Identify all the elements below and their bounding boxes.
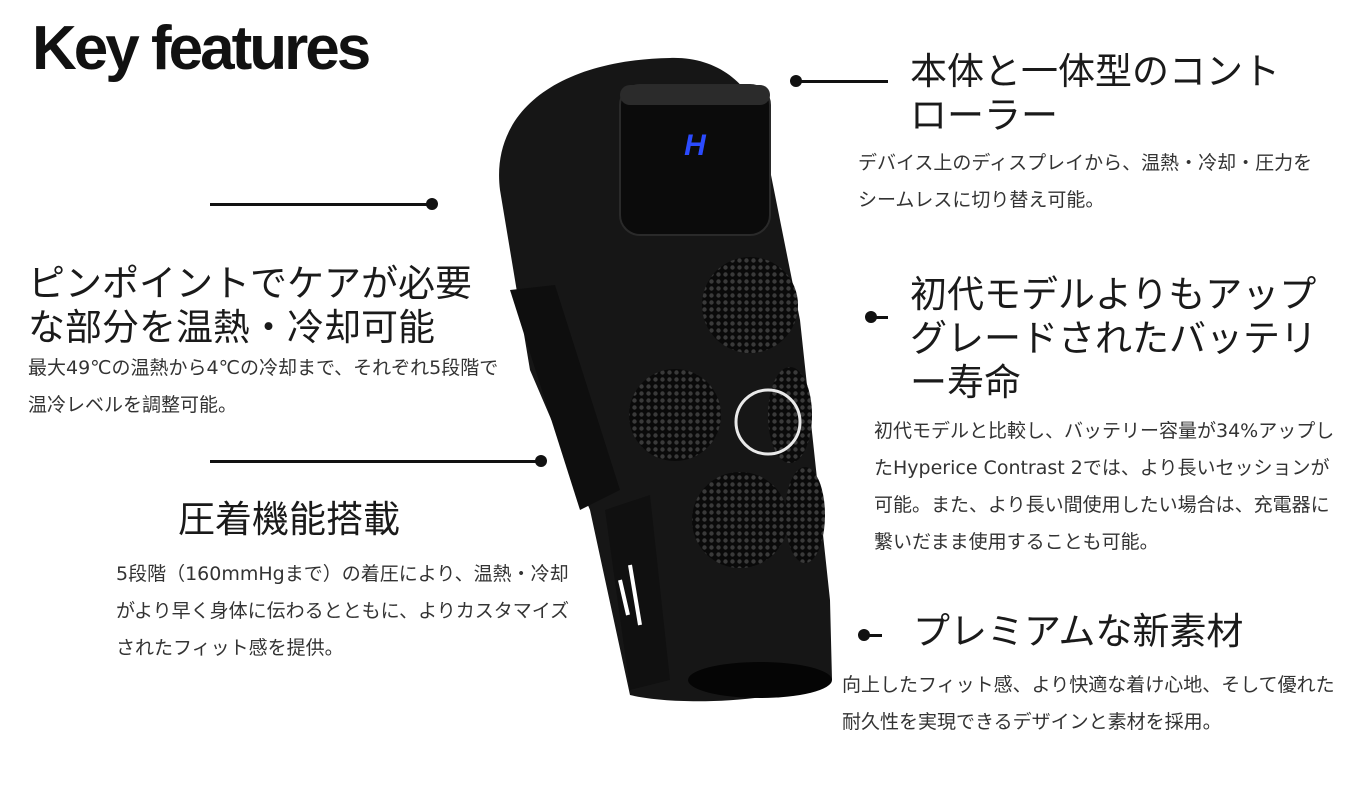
- pressure-ring: [734, 388, 802, 456]
- callout-line-battery: [870, 316, 888, 319]
- callout-line-controller: [795, 80, 888, 83]
- callout-line-compression: [210, 460, 540, 463]
- feature-pinpoint-heading: ピンポイントでケアが必要な部分を温熱・冷却可能: [28, 262, 472, 349]
- product-image: H: [499, 57, 832, 702]
- page-title: Key features: [32, 14, 371, 83]
- controller-unit: H: [619, 84, 771, 236]
- feature-battery-heading: 初代モデルよりもアップグレードされたバッテリー寿命: [910, 273, 1317, 404]
- callout-dot-pinpoint: [426, 198, 438, 210]
- feature-compression-body: 5段階（160mmHgまで）の着圧により、温熱・冷却がより早く身体に伝わるととも…: [116, 563, 570, 659]
- feature-controller-heading: 本体と一体型のコントローラー: [910, 50, 1280, 137]
- hyperice-logo-icon: H: [684, 129, 707, 162]
- feature-controller-body: デバイス上のディスプレイから、温熱・冷却・圧力をシームレスに切り替え可能。: [858, 152, 1313, 211]
- feature-pinpoint-body: 最大49℃の温熱から4℃の冷却まで、それぞれ5段階で温冷レベルを調整可能。: [28, 357, 499, 416]
- pad-upper: [702, 257, 798, 353]
- pad-left: [629, 369, 721, 461]
- callout-dot-compression: [535, 455, 547, 467]
- pad-side-upper: [768, 367, 812, 463]
- callout-line-pinpoint: [210, 203, 432, 206]
- feature-material-heading: プレミアムな新素材: [913, 610, 1244, 653]
- pad-lower: [692, 472, 788, 568]
- pad-side-lower: [785, 467, 825, 563]
- feature-compression-heading: 圧着機能搭載: [178, 498, 400, 541]
- feature-battery-body: 初代モデルと比較し、バッテリー容量が34%アップしたHyperice Contr…: [874, 420, 1335, 553]
- feature-material-body: 向上したフィット感、より快適な着け心地、そして優れた耐久性を実現できるデザインと…: [842, 674, 1335, 733]
- callout-line-material: [862, 634, 882, 637]
